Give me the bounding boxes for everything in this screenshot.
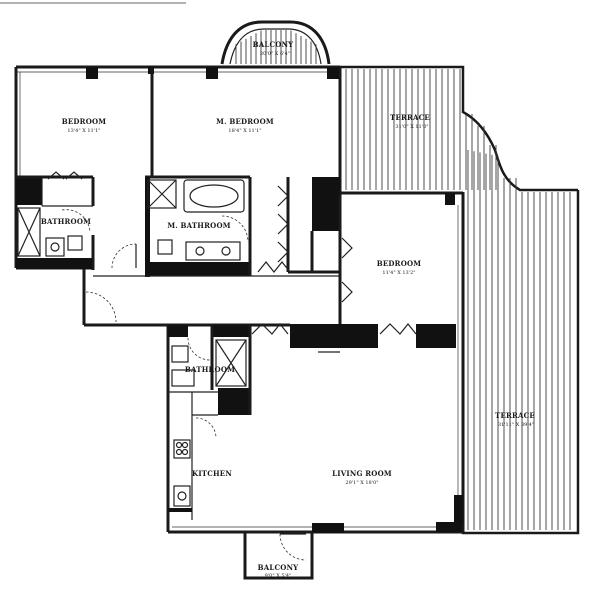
balcony-top-area: BALCONY 20'0" X 6'4" (220, 20, 331, 65)
interior-walls (16, 67, 456, 520)
closet-doors-bedroom (341, 237, 353, 303)
terrace-right-dims: 31'11" X 39'4" (498, 422, 534, 428)
master-bedroom-label: M. BEDROOM (216, 117, 274, 126)
balcony-bottom-area: BALCONY 9'0" X 5'4" (243, 532, 314, 580)
balcony-decking (235, 30, 317, 64)
bathtub-master (183, 179, 245, 213)
shower-left (17, 207, 41, 257)
terrace-top-label: TERRACE (390, 113, 430, 122)
kitchen-label: KITCHEN (192, 469, 232, 478)
balcony-bottom-label: BALCONY (258, 563, 300, 572)
closet-doors-bedroom-right (379, 323, 417, 335)
sink-left (45, 237, 65, 257)
terrace-right-decking (467, 150, 571, 530)
bedroom-right-label: BEDROOM (377, 259, 422, 268)
balcony-top-label: BALCONY (253, 40, 295, 49)
terrace-top-area: TERRACE 31'0" X 11'0" (340, 65, 578, 192)
bedroom-left-dims: 13'4" X 11'1" (67, 128, 100, 134)
bathroom-left-label: BATHROOM (41, 217, 91, 226)
shower-master (147, 179, 177, 209)
balcony-bottom-dims: 9'0" X 5'4" (265, 573, 292, 579)
room-labels: BEDROOM 13'4" X 11'1" M. BEDROOM 18'4" X… (41, 117, 421, 486)
closet-doors-living (251, 323, 289, 335)
bathroom-center-label: BATHROOM (185, 365, 235, 374)
master-bathroom-label: M. BATHROOM (167, 221, 230, 230)
vanity-master (185, 241, 241, 261)
balcony-top-dims: 20'0" X 6'4" (260, 51, 290, 57)
exterior-walls (14, 65, 465, 534)
toilet-master (157, 239, 173, 255)
terrace-right-label: TERRACE (495, 411, 535, 420)
toilet-center (171, 345, 189, 363)
terrace-top-decking (345, 69, 497, 190)
toilet-left (67, 235, 83, 251)
sink-center (171, 369, 195, 387)
master-bedroom-dims: 18'4" X 11'1" (228, 128, 261, 134)
shower-center (215, 339, 247, 387)
terrace-right-area: TERRACE 31'11" X 39'4" (461, 150, 580, 535)
bedroom-left-label: BEDROOM (62, 117, 107, 126)
bedroom-right-dims: 11'4" X 13'2" (382, 270, 415, 276)
closet-doors-hall (257, 261, 291, 273)
living-room-label: LIVING ROOM (332, 469, 392, 478)
closet-doors-left (47, 171, 83, 180)
stove (173, 439, 191, 459)
living-room-dims: 29'1" X 18'0" (345, 480, 378, 486)
terrace-top-dims: 31'0" X 11'0" (395, 124, 428, 130)
kitchen-sink (173, 485, 191, 507)
closet-doors-master (277, 185, 289, 263)
